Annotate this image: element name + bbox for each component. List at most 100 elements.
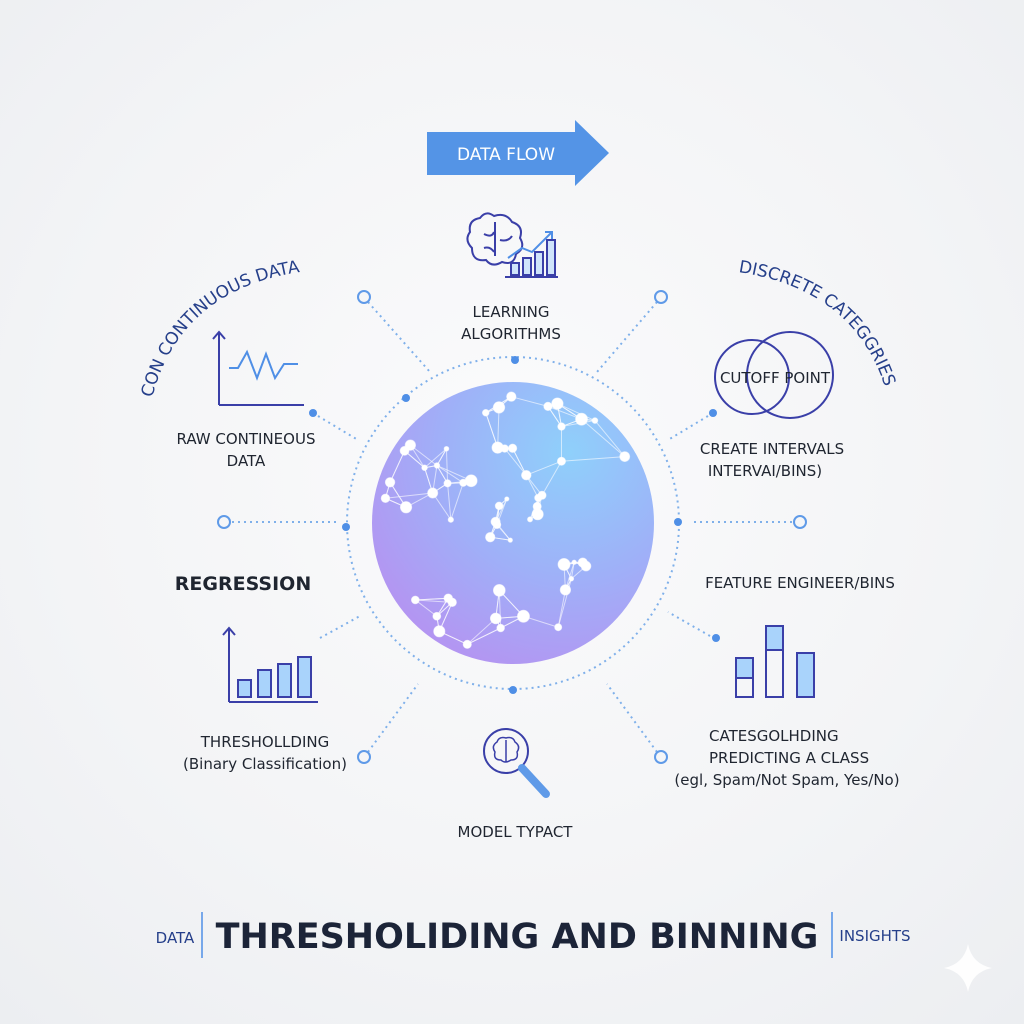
network-node — [432, 611, 442, 621]
network-edge — [526, 460, 562, 476]
network-node — [443, 593, 453, 603]
network-node — [527, 516, 534, 523]
network-node — [531, 508, 544, 521]
network-node — [459, 478, 468, 487]
network-node — [399, 501, 413, 514]
categorizing-label: CATESGOLHDING — [709, 727, 839, 745]
cutoff-venn-icon — [714, 331, 834, 419]
network-sphere — [372, 382, 654, 664]
network-edge — [445, 448, 449, 484]
network-node — [557, 557, 571, 571]
network-edge — [450, 482, 464, 520]
network-node — [521, 469, 532, 481]
thresholding-label-2: (Binary Classification) — [183, 755, 347, 773]
network-node — [551, 397, 564, 410]
data-flow-arrow: DATA FLOW — [427, 120, 609, 186]
network-edge — [466, 618, 497, 645]
network-node — [577, 557, 588, 568]
network-node — [575, 412, 588, 426]
create-intervals-label-1: CREATE INTERVALS — [700, 440, 844, 458]
footer-insights-label: INSIGHTS — [839, 927, 910, 945]
network-edge — [561, 456, 625, 462]
network-edge — [385, 492, 433, 499]
network-node — [496, 623, 505, 633]
footer-title: THRESHOLIDING AND BINNING — [216, 917, 819, 957]
predicting-class-label: PREDICTING A CLASS — [709, 749, 869, 767]
brain-magnifier-icon — [483, 728, 550, 798]
network-edge — [467, 627, 501, 645]
network-edge — [594, 420, 626, 457]
network-node — [517, 609, 530, 623]
feature-engineer-label: FEATURE ENGINEER/BINS — [705, 574, 895, 592]
network-node — [462, 639, 472, 649]
network-node — [543, 401, 553, 411]
network-edge — [511, 396, 549, 407]
line-chart-icon — [212, 330, 304, 406]
learning-label-2: ALGORITHMS — [461, 325, 561, 343]
network-node — [489, 612, 502, 625]
network-edge — [557, 403, 596, 421]
network-node — [380, 493, 391, 503]
connector-nodes — [217, 290, 807, 764]
regression-label: REGRESSION — [175, 573, 311, 595]
network-node — [571, 559, 577, 565]
network-node — [559, 584, 572, 596]
network-edge — [436, 465, 464, 484]
network-node — [506, 391, 517, 402]
network-edge — [541, 460, 562, 496]
network-edge — [415, 597, 449, 601]
cutoff-point-label: CUTOFF POINT — [720, 369, 831, 387]
learning-label-1: LEARNING — [472, 303, 549, 321]
create-intervals-label-2: INTERVAI/BINS) — [708, 462, 822, 480]
network-node — [443, 479, 452, 488]
footer-data-label: DATA — [156, 929, 195, 947]
raw-continuous-label-2: DATA — [227, 452, 266, 470]
network-node — [485, 532, 496, 543]
network-edge — [504, 448, 527, 476]
network-edge — [497, 407, 500, 448]
network-node — [494, 501, 504, 511]
network-edge — [581, 418, 626, 457]
network-node — [443, 445, 450, 452]
network-node — [481, 408, 490, 417]
class-examples-label: (egl, Spam/Not Spam, Yes/No) — [674, 771, 899, 789]
network-node — [464, 474, 478, 488]
network-node — [433, 625, 446, 638]
network-node — [421, 464, 428, 471]
network-node — [619, 451, 631, 462]
network-node — [427, 487, 439, 499]
network-node — [504, 496, 510, 502]
network-edge — [447, 483, 452, 520]
network-node — [537, 490, 547, 500]
model-impact-label: MODEL TYPACT — [458, 823, 574, 841]
brain-growth-chart-icon — [466, 212, 558, 278]
network-edge — [424, 448, 447, 469]
raw-continuous-label-1: RAW CONTINEOUS — [177, 430, 316, 448]
network-node — [447, 516, 454, 523]
network-node — [500, 444, 509, 453]
network-node — [507, 443, 518, 453]
network-node — [433, 462, 441, 469]
network-node — [404, 439, 417, 451]
network-node — [384, 477, 396, 488]
network-edge — [389, 450, 406, 483]
network-node — [490, 516, 501, 527]
network-node — [492, 401, 506, 414]
network-node — [554, 623, 563, 632]
data-flow-label: DATA FLOW — [457, 145, 555, 165]
bins-icon — [735, 625, 815, 698]
network-node — [492, 584, 506, 597]
sparkle-icon — [944, 944, 992, 992]
network-node — [507, 537, 513, 543]
network-edge — [570, 562, 575, 579]
network-node — [556, 456, 566, 466]
network-edge — [436, 448, 447, 466]
network-node — [568, 576, 575, 582]
connector-dots — [309, 356, 720, 694]
thresholding-label-1: THRESHOLLDING — [200, 733, 329, 751]
network-edge — [415, 599, 438, 617]
network-node — [591, 417, 599, 424]
network-node — [557, 422, 566, 431]
bar-chart-icon — [222, 626, 318, 703]
